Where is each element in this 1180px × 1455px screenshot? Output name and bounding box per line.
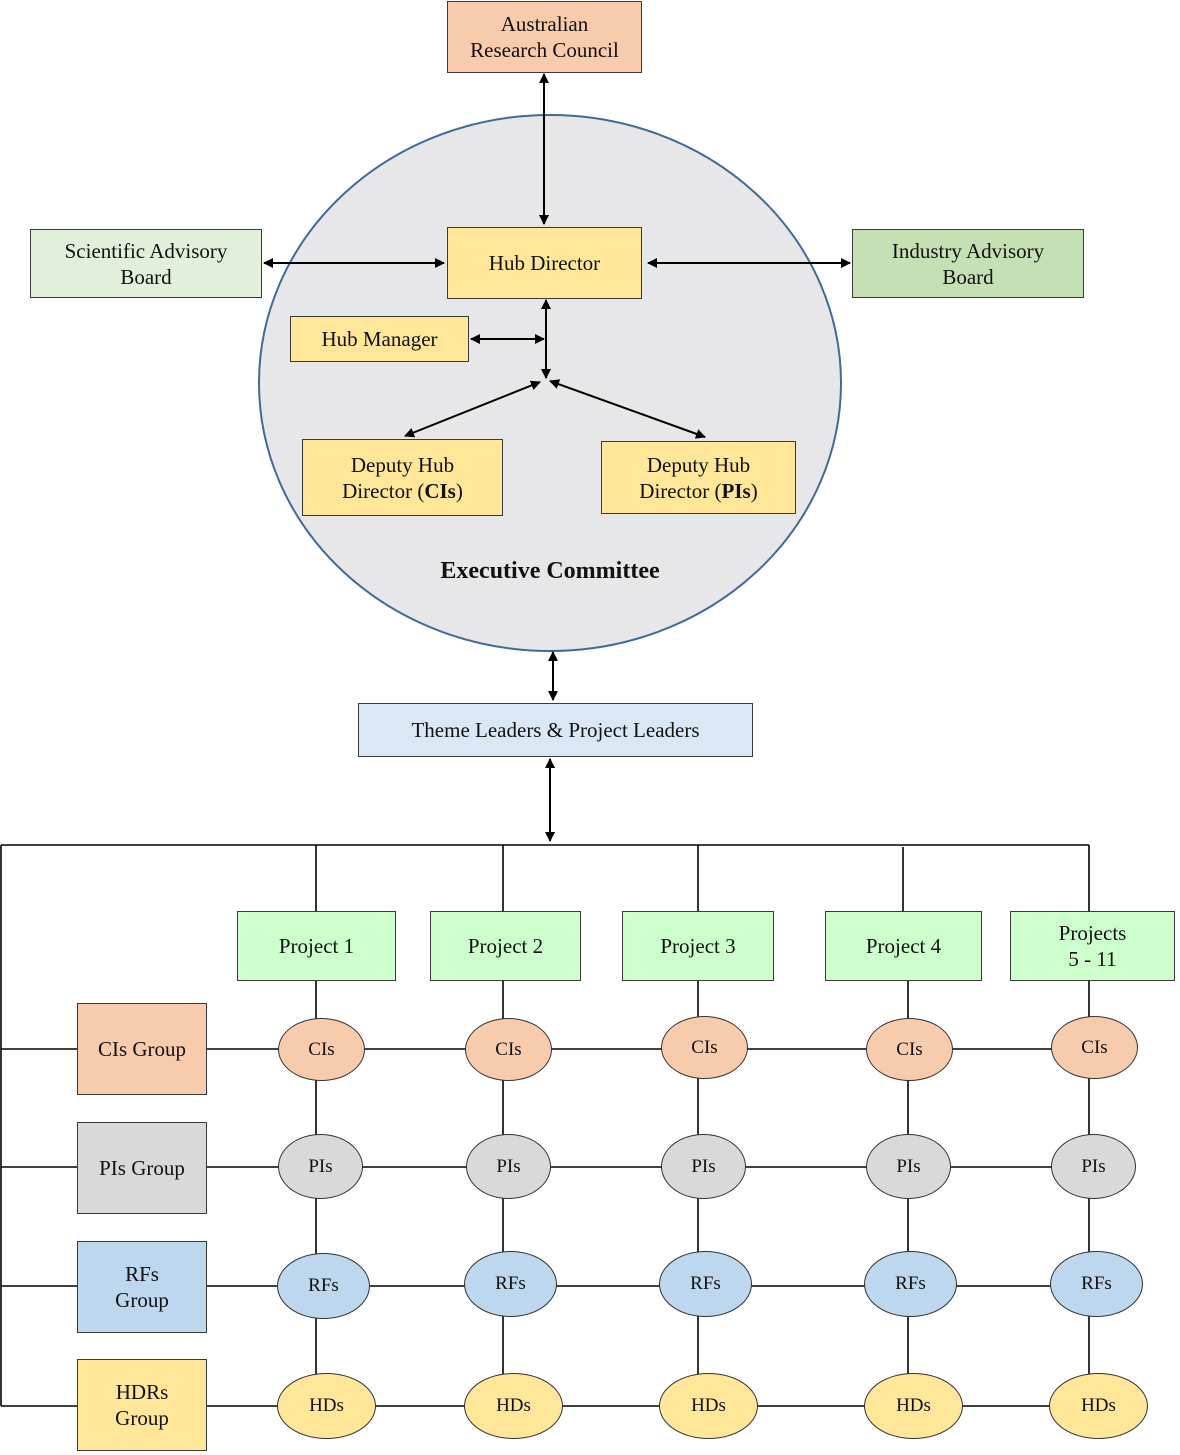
hds-oval: HDs [464, 1373, 563, 1439]
hub-director-label: Hub Director [488, 251, 601, 275]
cis-oval: CIs [1051, 1016, 1138, 1079]
pis-oval: PIs [661, 1134, 746, 1199]
industry-advisory-board-label: Industry Advisory Board [891, 238, 1045, 289]
cis-oval: CIs [866, 1018, 953, 1081]
project-box: Project 3 [622, 911, 774, 981]
deputy-director-pis-box: Deputy Hub Director (PIs) [601, 441, 796, 514]
hub-manager-label: Hub Manager [321, 327, 438, 351]
hds-oval: HDs [864, 1373, 963, 1439]
rfs-oval: RFs [659, 1251, 752, 1317]
project-box: Project 2 [430, 911, 581, 981]
cis-oval: CIs [278, 1018, 365, 1081]
project-label: Project 3 [660, 934, 736, 958]
pis-oval: PIs [1051, 1134, 1136, 1199]
hds-oval: HDs [277, 1373, 376, 1439]
hds-oval: HDs [1049, 1373, 1148, 1439]
deputy-director-cis-box: Deputy Hub Director (CIs) [302, 439, 503, 516]
pis-group-box: PIs Group [77, 1122, 207, 1214]
arc-box: Australian Research Council [447, 1, 642, 73]
rfs-group-box: RFs Group [77, 1241, 207, 1333]
group-label: RFs Group [115, 1262, 169, 1312]
project-box: Projects 5 - 11 [1010, 911, 1175, 981]
executive-committee-title: Executive Committee [440, 558, 660, 584]
theme-leaders-box: Theme Leaders & Project Leaders [358, 703, 753, 757]
pis-oval: PIs [466, 1134, 551, 1199]
cis-oval: CIs [661, 1016, 748, 1079]
rfs-oval: RFs [464, 1251, 557, 1317]
project-box: Project 1 [237, 911, 396, 981]
industry-advisory-board-box: Industry Advisory Board [852, 229, 1084, 298]
hub-manager-box: Hub Manager [290, 316, 469, 362]
rfs-oval: RFs [1050, 1251, 1143, 1317]
arrow-junction-deputy-cis [404, 380, 541, 438]
project-label: Project 1 [278, 934, 355, 958]
hub-director-box: Hub Director [447, 227, 642, 299]
rfs-oval: RFs [864, 1251, 957, 1317]
pis-oval: PIs [278, 1134, 363, 1199]
group-label: CIs Group [97, 1037, 187, 1061]
scientific-advisory-board-label: Scientific Advisory Board [64, 238, 228, 289]
scientific-advisory-board-box: Scientific Advisory Board [30, 229, 262, 298]
group-label: PIs Group [99, 1156, 185, 1180]
hdrs-group-box: HDRs Group [77, 1359, 207, 1451]
cis-group-box: CIs Group [77, 1003, 207, 1095]
theme-leaders-label: Theme Leaders & Project Leaders [411, 718, 700, 742]
hds-oval: HDs [659, 1373, 758, 1439]
rfs-oval: RFs [277, 1253, 370, 1319]
project-label: Project 4 [865, 934, 942, 958]
group-label: HDRs Group [115, 1380, 169, 1430]
arrow-junction-deputy-pis [549, 379, 706, 439]
arc-label: Australian Research Council [470, 12, 619, 62]
pis-oval: PIs [866, 1134, 951, 1199]
project-label: Projects 5 - 11 [1058, 921, 1127, 971]
cis-oval: CIs [465, 1018, 552, 1081]
project-label: Project 2 [467, 934, 544, 958]
project-box: Project 4 [825, 911, 982, 981]
deputy-director-pis-label: Deputy Hub Director (PIs) [639, 452, 758, 503]
deputy-director-cis-label: Deputy Hub Director (CIs) [342, 452, 463, 503]
